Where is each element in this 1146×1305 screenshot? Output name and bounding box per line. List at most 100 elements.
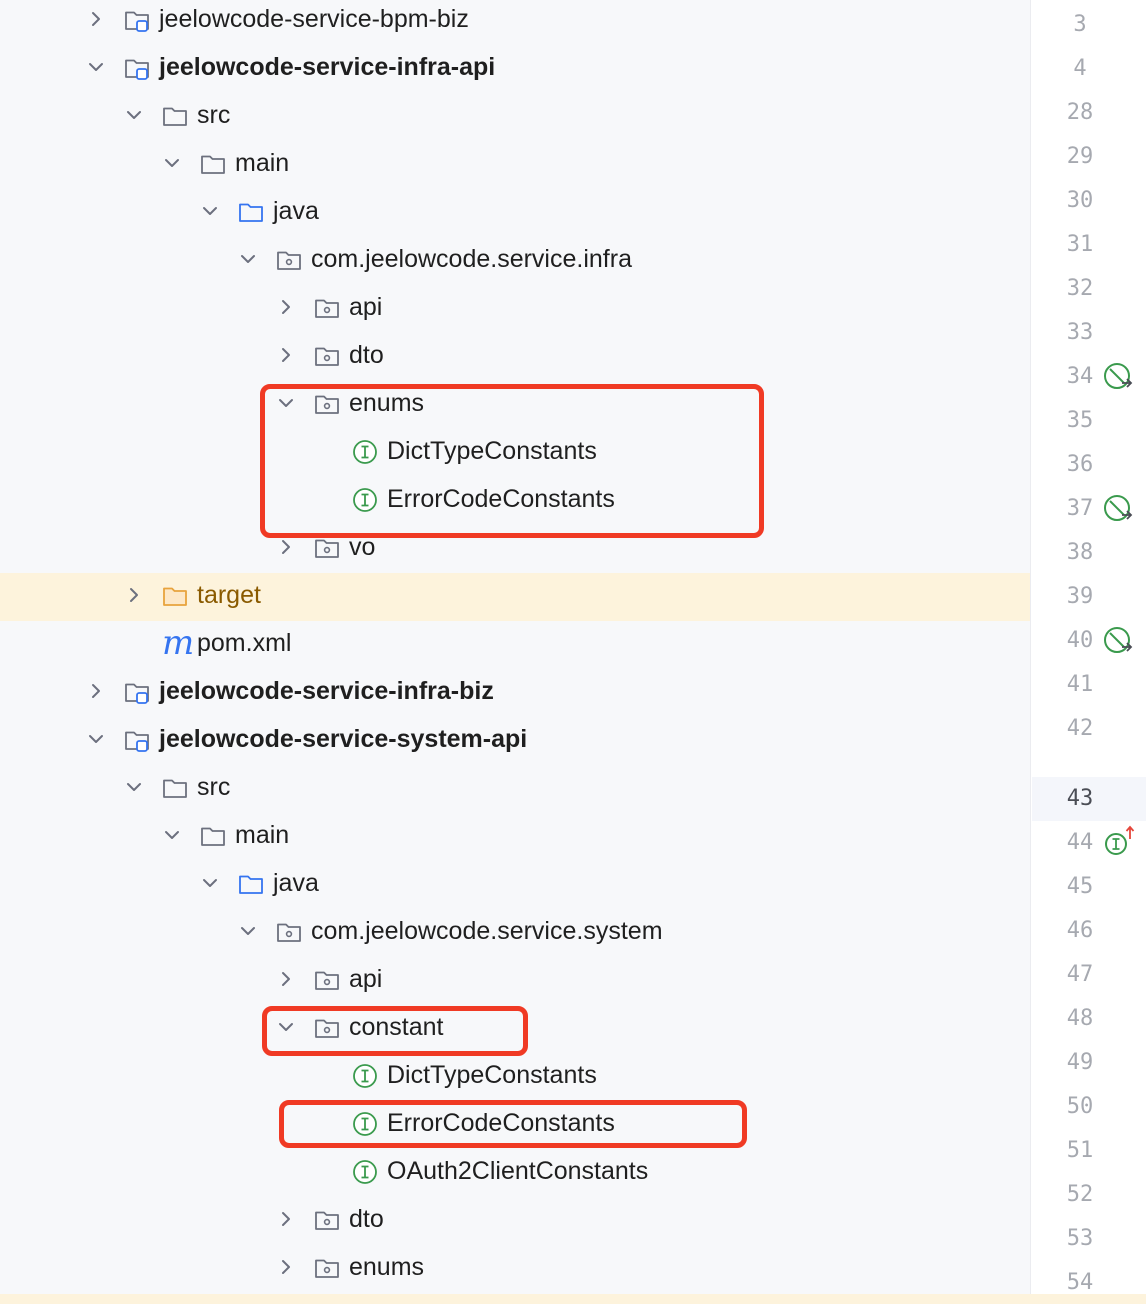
- line-number[interactable]: 52: [1066, 1182, 1094, 1207]
- tree-row-dto[interactable]: dto: [0, 333, 1030, 381]
- folder-icon: [199, 150, 227, 178]
- tree-item-label: com.jeelowcode.service.infra: [311, 245, 632, 273]
- tree-row-errorcodeconstants[interactable]: ErrorCodeConstants: [0, 1101, 1030, 1149]
- tree-row-dicttypeconstants[interactable]: DictTypeConstants: [0, 1053, 1030, 1101]
- chevron-right-icon[interactable]: [88, 681, 104, 701]
- chevron-down-icon[interactable]: [126, 105, 142, 125]
- module-icon: [123, 678, 151, 706]
- current-line-highlight: [1032, 777, 1146, 821]
- implemented-method-icon[interactable]: [1102, 359, 1136, 393]
- line-number[interactable]: 34: [1066, 364, 1094, 389]
- line-number[interactable]: 38: [1066, 540, 1094, 565]
- next-row-highlight-strip: [0, 1294, 1146, 1304]
- interface-implemented-icon[interactable]: [1102, 825, 1136, 859]
- implemented-method-icon[interactable]: [1102, 623, 1136, 657]
- line-number[interactable]: 54: [1066, 1270, 1094, 1295]
- line-number[interactable]: 50: [1066, 1094, 1094, 1119]
- tree-row-main[interactable]: main: [0, 813, 1030, 861]
- chevron-down-icon[interactable]: [240, 921, 256, 941]
- tree-row-src[interactable]: src: [0, 93, 1030, 141]
- tree-row-api[interactable]: api: [0, 285, 1030, 333]
- line-number[interactable]: 32: [1066, 276, 1094, 301]
- line-number[interactable]: 35: [1066, 408, 1094, 433]
- tree-item-label: dto: [349, 341, 384, 369]
- chevron-right-icon[interactable]: [278, 969, 294, 989]
- line-number[interactable]: 42: [1066, 716, 1094, 741]
- chevron-right-icon[interactable]: [278, 1257, 294, 1277]
- tree-row-enums[interactable]: enums: [0, 1245, 1030, 1293]
- tree-item-label: target: [197, 581, 261, 609]
- package-icon: [275, 918, 303, 946]
- chevron-right-icon[interactable]: [88, 9, 104, 29]
- line-number[interactable]: 47: [1066, 962, 1094, 987]
- line-number[interactable]: 40: [1066, 628, 1094, 653]
- tree-row-errorcodeconstants[interactable]: ErrorCodeConstants: [0, 477, 1030, 525]
- chevron-down-icon[interactable]: [164, 153, 180, 173]
- tree-row-com-jeelowcode-service-system[interactable]: com.jeelowcode.service.system: [0, 909, 1030, 957]
- line-number[interactable]: 31: [1066, 232, 1094, 257]
- chevron-down-icon[interactable]: [202, 873, 218, 893]
- line-number[interactable]: 44: [1066, 830, 1094, 855]
- tree-row-main[interactable]: main: [0, 141, 1030, 189]
- tree-row-enums[interactable]: enums: [0, 381, 1030, 429]
- tree-item-label: enums: [349, 1253, 425, 1281]
- line-number[interactable]: 43: [1066, 786, 1094, 811]
- chevron-right-icon[interactable]: [278, 345, 294, 365]
- implemented-method-icon[interactable]: [1102, 491, 1136, 525]
- tree-row-jeelowcode-service-bpm-biz[interactable]: jeelowcode-service-bpm-biz: [0, 0, 1030, 45]
- line-number[interactable]: 28: [1066, 100, 1094, 125]
- tree-row-constant[interactable]: constant: [0, 1005, 1030, 1053]
- line-number[interactable]: 36: [1066, 452, 1094, 477]
- chevron-down-icon[interactable]: [202, 201, 218, 221]
- tree-item-label: jeelowcode-service-bpm-biz: [159, 5, 469, 33]
- tree-item-label: DictTypeConstants: [387, 437, 597, 465]
- folder-icon: [199, 822, 227, 850]
- tree-row-src[interactable]: src: [0, 765, 1030, 813]
- line-number[interactable]: 3: [1073, 12, 1087, 37]
- line-number[interactable]: 37: [1066, 496, 1094, 521]
- chevron-down-icon[interactable]: [164, 825, 180, 845]
- line-number[interactable]: 46: [1066, 918, 1094, 943]
- module-icon: [123, 6, 151, 34]
- tree-row-jeelowcode-service-system-api[interactable]: jeelowcode-service-system-api: [0, 717, 1030, 765]
- tree-row-jeelowcode-service-infra-api[interactable]: jeelowcode-service-infra-api: [0, 45, 1030, 93]
- chevron-down-icon[interactable]: [278, 1017, 294, 1037]
- tree-row-java[interactable]: java: [0, 189, 1030, 237]
- line-number[interactable]: 51: [1066, 1138, 1094, 1163]
- line-number[interactable]: 45: [1066, 874, 1094, 899]
- line-number[interactable]: 29: [1066, 144, 1094, 169]
- chevron-right-icon[interactable]: [278, 537, 294, 557]
- chevron-down-icon[interactable]: [88, 57, 104, 77]
- tree-row-dicttypeconstants[interactable]: DictTypeConstants: [0, 429, 1030, 477]
- chevron-down-icon[interactable]: [126, 777, 142, 797]
- line-number[interactable]: 49: [1066, 1050, 1094, 1075]
- tree-row-jeelowcode-service-infra-biz[interactable]: jeelowcode-service-infra-biz: [0, 669, 1030, 717]
- tree-item-label: jeelowcode-service-infra-api: [159, 53, 496, 81]
- line-number[interactable]: 41: [1066, 672, 1094, 697]
- chevron-right-icon[interactable]: [126, 585, 142, 605]
- tree-row-target[interactable]: target: [0, 573, 1030, 621]
- tree-row-api[interactable]: api: [0, 957, 1030, 1005]
- line-number[interactable]: 53: [1066, 1226, 1094, 1251]
- tree-row-oauth2clientconstants[interactable]: OAuth2ClientConstants: [0, 1149, 1030, 1197]
- tree-item-label: api: [349, 965, 383, 993]
- line-number[interactable]: 4: [1073, 56, 1087, 81]
- chevron-right-icon[interactable]: [278, 297, 294, 317]
- chevron-down-icon[interactable]: [240, 249, 256, 269]
- chevron-down-icon[interactable]: [88, 729, 104, 749]
- tree-row-dto[interactable]: dto: [0, 1197, 1030, 1245]
- interface-icon: [351, 1158, 379, 1186]
- line-number[interactable]: 48: [1066, 1006, 1094, 1031]
- line-number[interactable]: 39: [1066, 584, 1094, 609]
- chevron-down-icon[interactable]: [278, 393, 294, 413]
- chevron-right-icon[interactable]: [278, 1209, 294, 1229]
- line-number[interactable]: 33: [1066, 320, 1094, 345]
- tree-row-com-jeelowcode-service-infra[interactable]: com.jeelowcode.service.infra: [0, 237, 1030, 285]
- package-icon: [313, 1014, 341, 1042]
- tree-item-label: main: [235, 149, 290, 177]
- interface-icon: [351, 1062, 379, 1090]
- line-number[interactable]: 30: [1066, 188, 1094, 213]
- tree-row-java[interactable]: java: [0, 861, 1030, 909]
- annotation-box-system-constant: [262, 1006, 528, 1056]
